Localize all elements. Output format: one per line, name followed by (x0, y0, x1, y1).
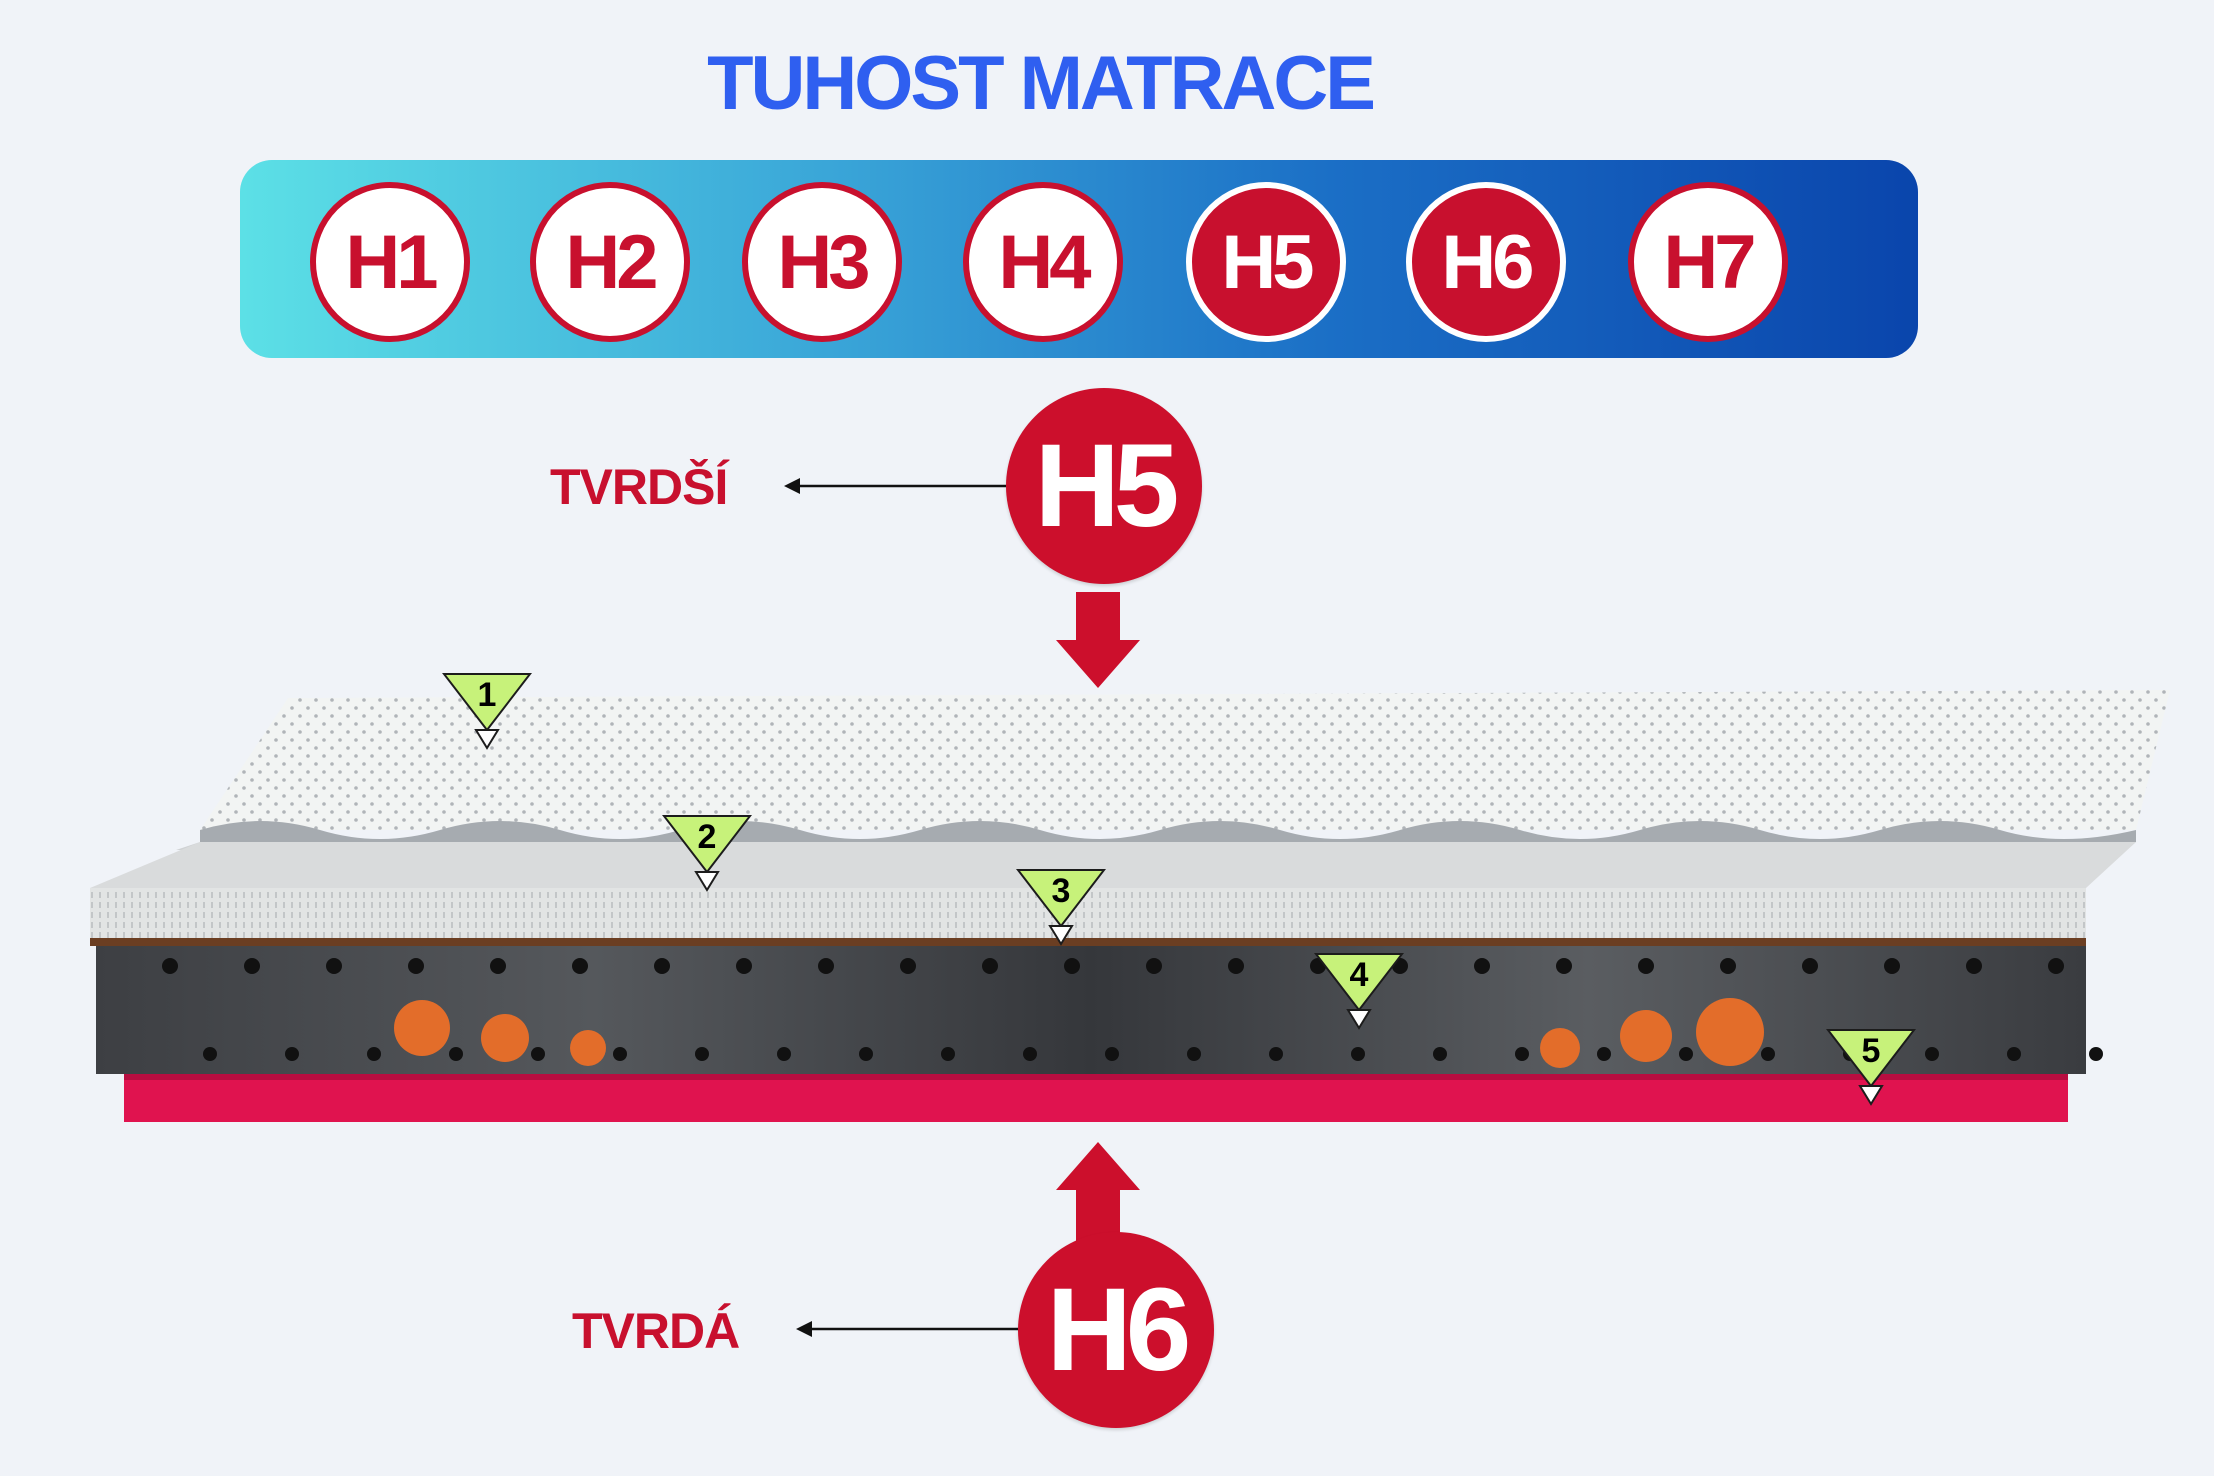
layer-marker-2: 2 (661, 814, 753, 914)
foam-hole (1105, 1047, 1119, 1061)
zone-insert (394, 1000, 450, 1056)
foam-hole (1884, 958, 1900, 974)
foam-hole (982, 958, 998, 974)
foam-hole (1679, 1047, 1693, 1061)
foam-hole (1433, 1047, 1447, 1061)
foam-hole (1966, 958, 1982, 974)
foam-hole (531, 1047, 545, 1061)
foam-hole (1064, 958, 1080, 974)
zone-insert (570, 1030, 606, 1066)
layer-marker-3: 3 (1015, 868, 1107, 968)
foam-hole (367, 1047, 381, 1061)
foam-hole (1556, 958, 1572, 974)
foam-hole (777, 1047, 791, 1061)
foam-hole (572, 958, 588, 974)
foam-hole (449, 1047, 463, 1061)
foam-hole (1023, 1047, 1037, 1061)
layer-marker-5: 5 (1825, 1028, 1917, 1128)
foam-perforations (162, 958, 2103, 1068)
layer-number: 2 (697, 818, 717, 856)
foam-hole (1515, 1047, 1529, 1061)
coconut-layer (90, 938, 2086, 946)
top-label-arrow (784, 478, 1006, 494)
bottom-pressure-arrow (1056, 1142, 1140, 1242)
foam-hole (654, 958, 670, 974)
foam-hole (859, 1047, 873, 1061)
foam-hole (162, 958, 178, 974)
foam-hole (2089, 1047, 2103, 1061)
foam-hole (941, 1047, 955, 1061)
layer-number: 4 (1349, 956, 1369, 994)
foam-hole (2048, 958, 2064, 974)
foam-hole (326, 958, 342, 974)
foam-hole (490, 958, 506, 974)
foam-hole (1597, 1047, 1611, 1061)
foam-hole (1720, 958, 1736, 974)
foam-hole (244, 958, 260, 974)
zone-insert (1540, 1028, 1580, 1068)
firmness-h6: H6 (1406, 182, 1566, 342)
top-side-label: TVRDŠÍ (550, 459, 728, 515)
foam-hole (818, 958, 834, 974)
foam-hole (1802, 958, 1818, 974)
top-pressure-arrow (1056, 592, 1140, 688)
mattress-cover (200, 690, 2170, 842)
foam-hole (736, 958, 752, 974)
foam-hole (900, 958, 916, 974)
foam-hole (285, 1047, 299, 1061)
firmness-h3: H3 (742, 182, 902, 342)
foam-hole (1474, 958, 1490, 974)
latex-layer (90, 888, 2086, 938)
firmness-scale-bar: H1 H2 H3 H4 H5 H6 H7 (240, 160, 1918, 358)
base-layer (124, 1074, 2068, 1122)
foam-hole (2007, 1047, 2021, 1061)
zone-insert (1620, 1010, 1672, 1062)
firmness-h5: H5 (1186, 182, 1346, 342)
foam-hole (1761, 1047, 1775, 1061)
zone-insert (1696, 998, 1764, 1066)
foam-hole (695, 1047, 709, 1061)
foam-hole (1351, 1047, 1365, 1061)
firmness-h4: H4 (963, 182, 1123, 342)
layer-marker-4: 4 (1313, 952, 1405, 1052)
layer-marker-1: 1 (441, 672, 533, 772)
foam-hole (1146, 958, 1162, 974)
firmness-h7: H7 (1628, 182, 1788, 342)
zone-insert (481, 1014, 529, 1062)
page-title: TUHOST MATRACE (707, 41, 1376, 126)
foam-hole (1925, 1047, 1939, 1061)
foam-hole (408, 958, 424, 974)
layer-number: 1 (477, 676, 497, 714)
bottom-side-badge: H6 (1018, 1232, 1214, 1428)
bottom-label-arrow (796, 1321, 1018, 1337)
foam-hole (203, 1047, 217, 1061)
layer-number: 3 (1051, 872, 1071, 910)
firmness-h2: H2 (530, 182, 690, 342)
foam-hole (1228, 958, 1244, 974)
foam-hole (613, 1047, 627, 1061)
layer-number: 5 (1861, 1032, 1881, 1070)
foam-hole (1269, 1047, 1283, 1061)
firmness-h1: H1 (310, 182, 470, 342)
foam-hole (1187, 1047, 1201, 1061)
top-side-badge: H5 (1006, 388, 1202, 584)
bottom-side-label: TVRDÁ (572, 1303, 740, 1359)
foam-hole (1638, 958, 1654, 974)
